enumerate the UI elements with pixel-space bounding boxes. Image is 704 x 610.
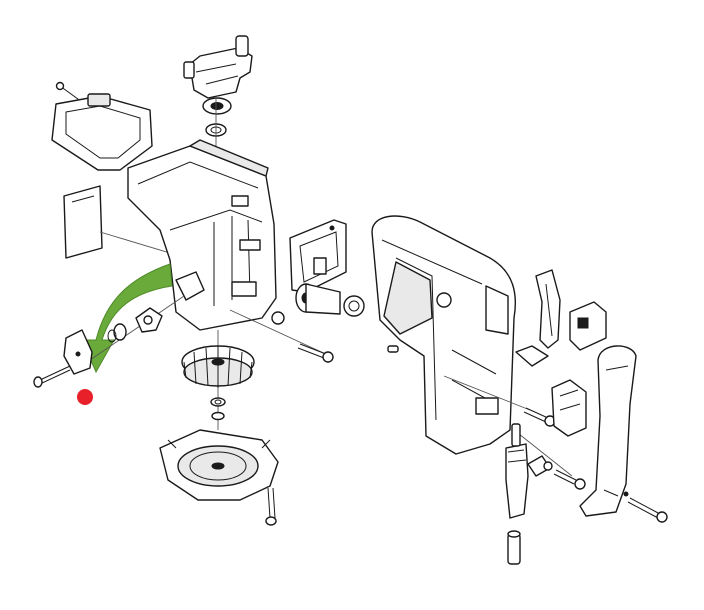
bearing-upper <box>202 97 232 115</box>
gear-housing <box>127 139 277 331</box>
motor-housing-body <box>371 215 517 455</box>
handle-post <box>505 423 529 519</box>
brush-holder-plate <box>289 219 347 293</box>
knob-screw <box>343 295 365 317</box>
small-block <box>515 345 549 367</box>
top-bracket <box>183 35 253 99</box>
cover-plate-top-left <box>51 93 153 171</box>
screw-center-small <box>271 311 285 325</box>
red-dot-marker <box>77 389 93 405</box>
screw-left <box>33 365 71 388</box>
screw-post <box>553 469 586 490</box>
rotation-arrow <box>81 263 173 374</box>
small-pin <box>387 345 399 353</box>
collar-left <box>107 323 127 343</box>
switch-lever <box>535 269 561 349</box>
clamp-bracket <box>551 379 587 437</box>
switch-small-left <box>135 307 163 333</box>
knob-cylinder <box>295 283 341 315</box>
gasket-sheet <box>63 185 103 259</box>
tube-bottom <box>507 530 521 565</box>
side-handle-grip <box>579 345 637 517</box>
screw-top-left <box>55 81 83 103</box>
switch-module <box>569 301 607 351</box>
bottom-cover <box>159 429 279 501</box>
screw-grip <box>627 497 668 523</box>
screw-housing <box>523 407 556 427</box>
screw-bottom <box>265 487 277 526</box>
bevel-gear <box>181 345 255 388</box>
spacer-washers <box>210 397 226 421</box>
post-connector <box>527 455 553 477</box>
screw-center <box>297 343 334 363</box>
mount-plate-left <box>63 329 93 375</box>
